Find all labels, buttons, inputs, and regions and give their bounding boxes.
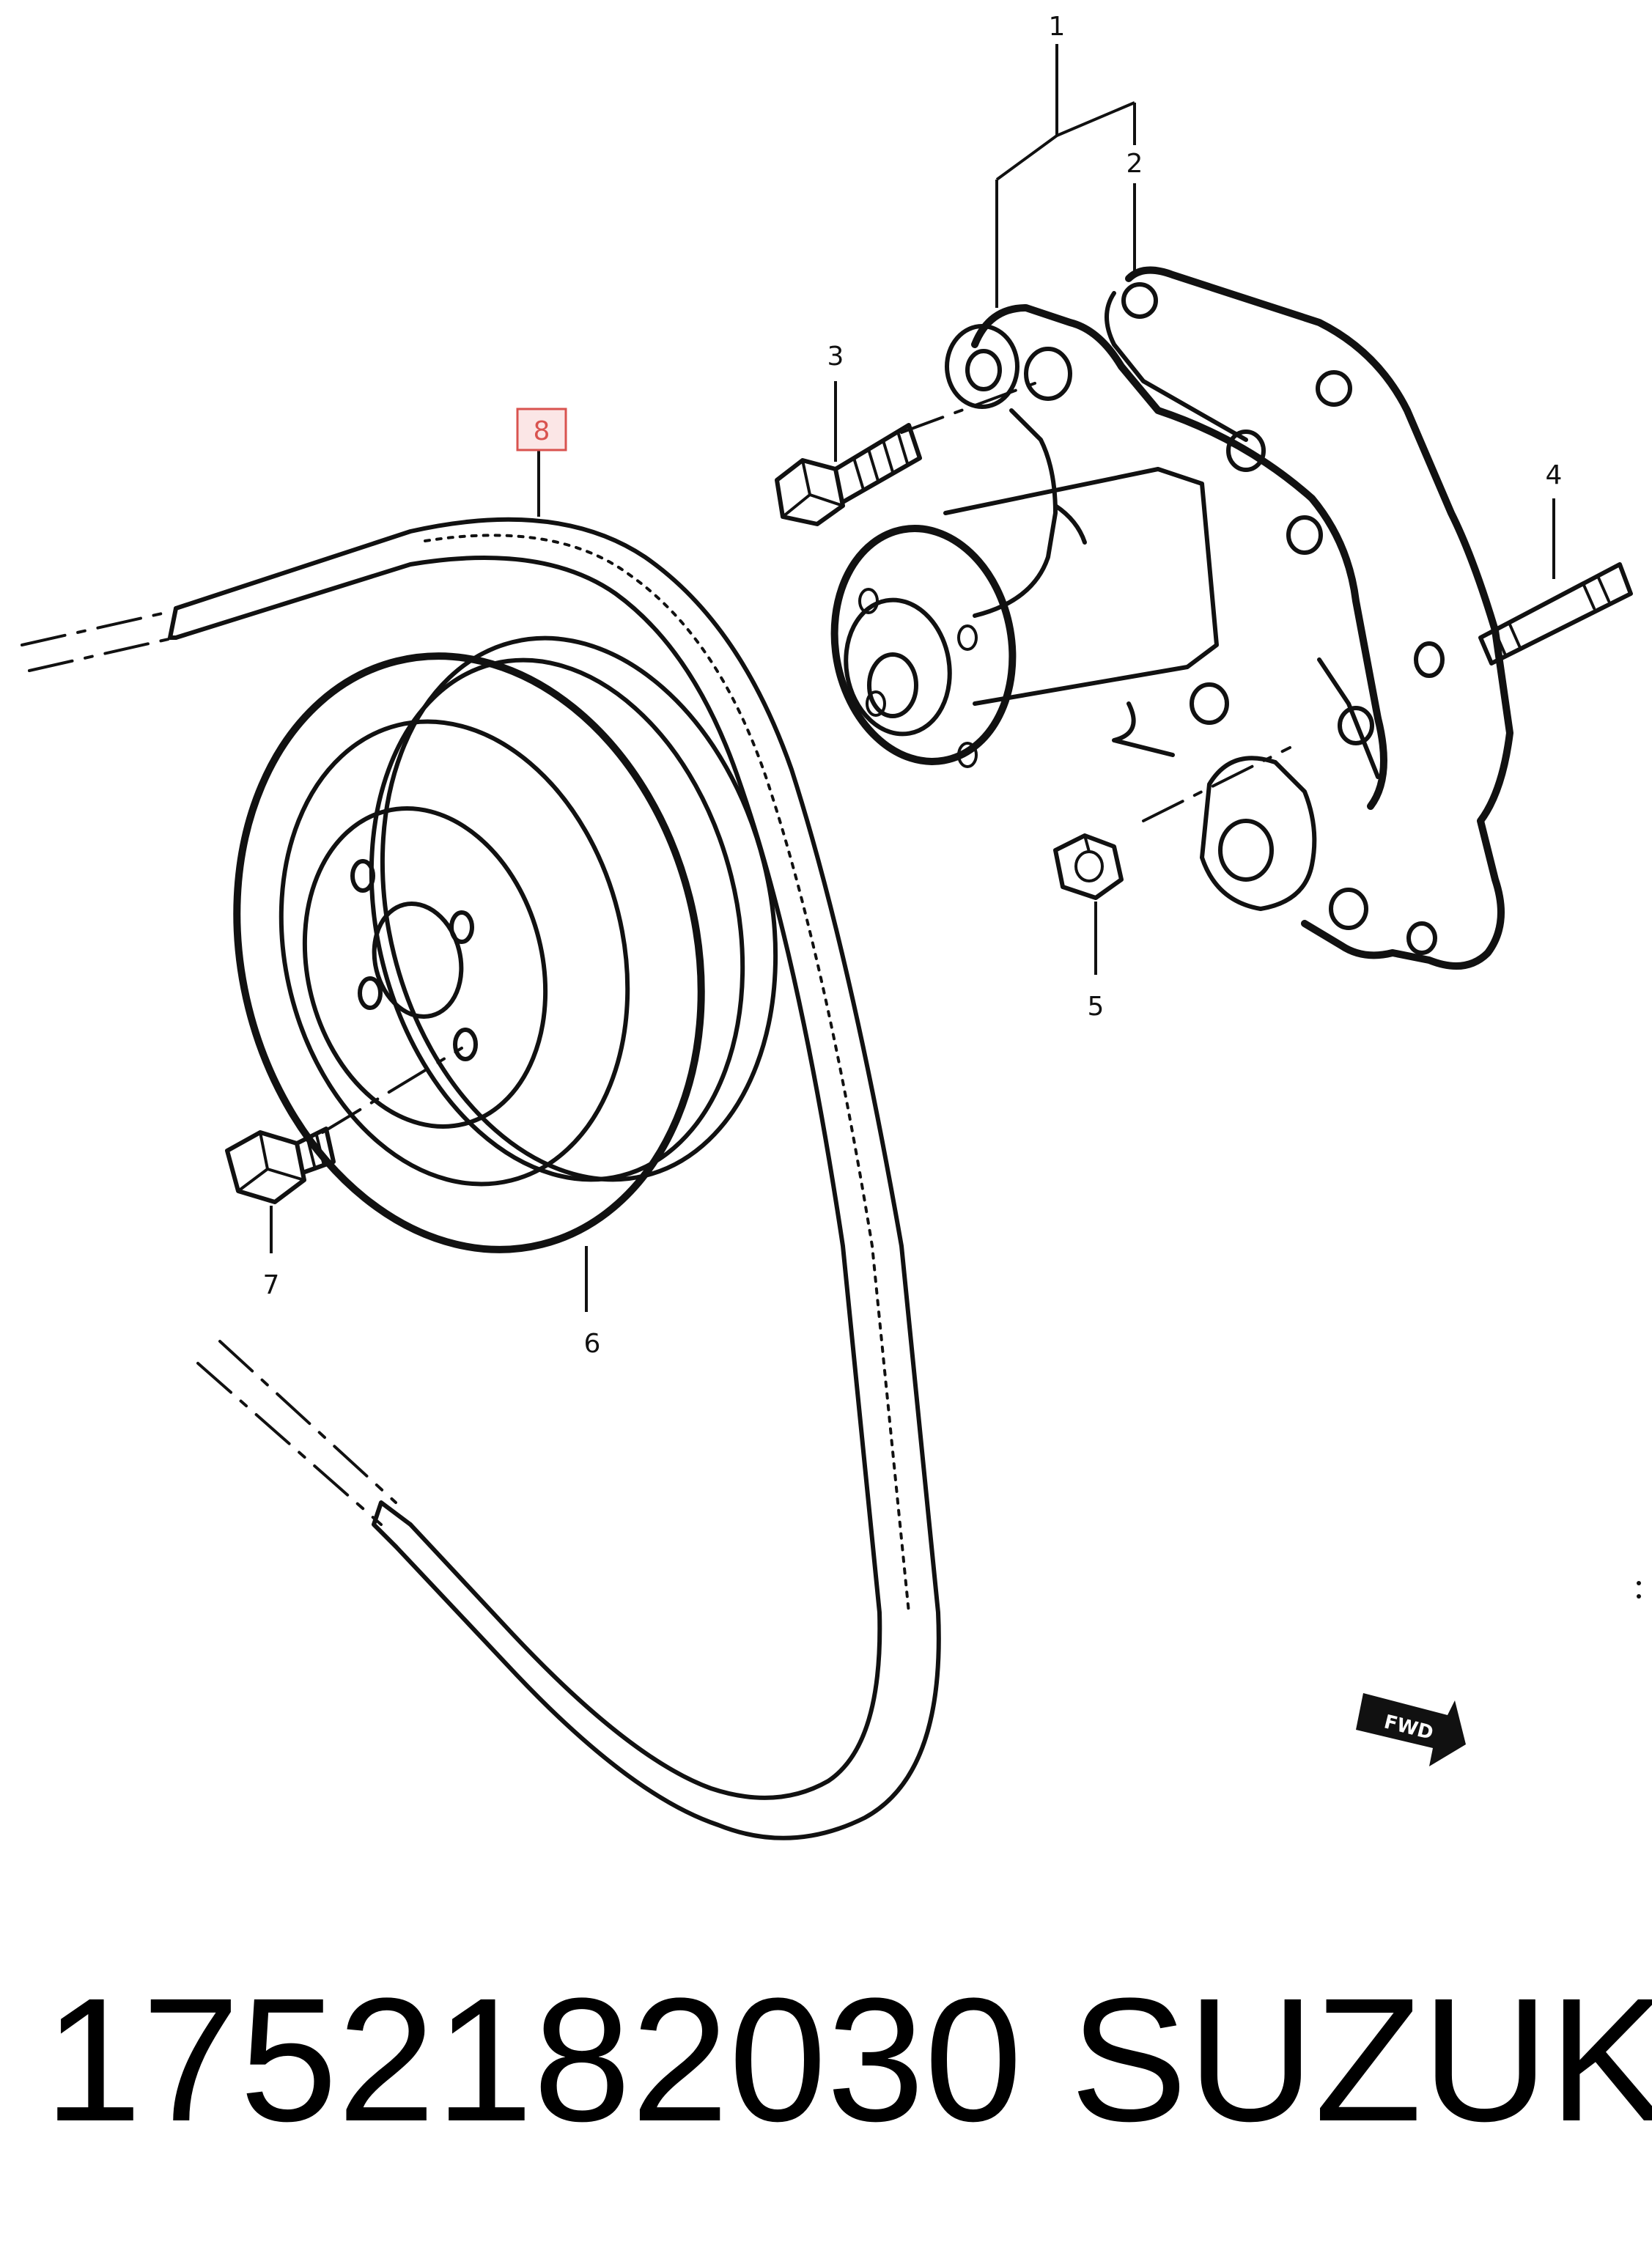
leader-lines	[270, 44, 1555, 1312]
v-belt[interactable]	[21, 517, 941, 1840]
callout-4[interactable]: 4	[1546, 460, 1563, 490]
brand-name: SUZUKI	[1070, 1961, 1652, 2158]
fwd-direction-marker: FWD	[1356, 1693, 1466, 1766]
pump-bolt[interactable]	[775, 423, 922, 526]
callout-5[interactable]: 5	[1088, 992, 1105, 1022]
hex-nut[interactable]	[1053, 833, 1124, 900]
callout-2[interactable]: 2	[1126, 149, 1143, 179]
callout-1[interactable]: 1	[1049, 12, 1066, 42]
pulley-bolt[interactable]	[225, 1127, 336, 1204]
callout-8[interactable]: 8	[534, 416, 550, 446]
callout-labels: 1 2 3 4 5 6 7 8	[263, 12, 1563, 1359]
edge-marks	[1637, 1581, 1641, 1599]
part-number: 1752182030	[44, 1961, 1022, 2158]
stud-bolt[interactable]	[1478, 562, 1633, 666]
callout-3[interactable]: 3	[827, 342, 844, 372]
callout-7[interactable]: 7	[263, 1270, 280, 1300]
callout-8-highlight	[516, 408, 567, 451]
callout-6[interactable]: 6	[584, 1329, 601, 1359]
water-pump-assembly[interactable]	[816, 266, 1513, 970]
parts-diagram: FWD 1 2 3 4 5 6	[21, 12, 1641, 1840]
water-pump-pulley[interactable]	[176, 596, 830, 1300]
